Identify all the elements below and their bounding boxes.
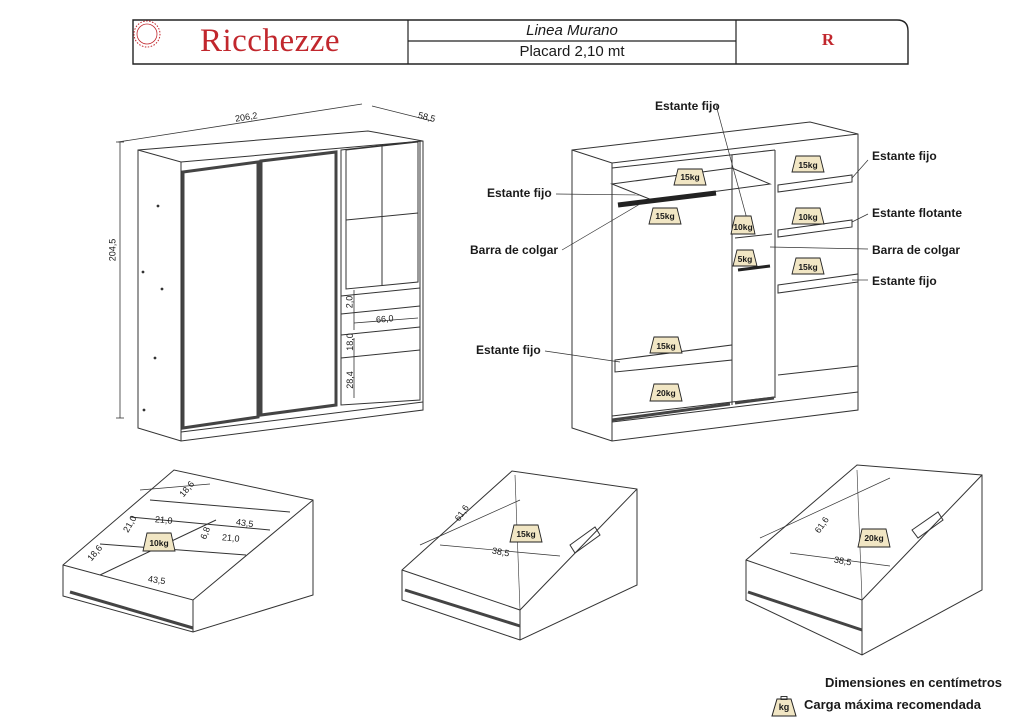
legend-units: Dimensiones en centímetros: [825, 675, 1002, 690]
label-fixed-shelf-right-low: Estante fijo: [872, 274, 937, 288]
dim-height: 204,5: [107, 238, 118, 262]
weight-icon: [771, 696, 797, 717]
title-block-frame: [132, 19, 909, 65]
drawer1-dim-6: 21,0: [221, 532, 240, 544]
dim-drawer-low: 28,4: [344, 371, 355, 389]
front-view-wardrobe: [116, 103, 433, 442]
label-hanging-bar-right: Barra de colgar: [872, 243, 961, 257]
load-right-middle: 10kg: [798, 212, 818, 222]
load-icons: [142, 155, 891, 552]
load-right-top: 15kg: [798, 160, 818, 170]
dim-drawer-mid: 18,0: [344, 333, 355, 351]
dim-drawer-gap: 2,0: [344, 295, 355, 309]
load-bottom-shelf: 15kg: [656, 341, 676, 351]
label-floating-shelf: Estante flotante: [872, 206, 963, 220]
title-block: Ricchezze Linea Murano Placard 2,10 mt R: [132, 19, 909, 65]
brand-seal-letter: R: [821, 30, 835, 49]
product-line: Linea Murano: [526, 22, 618, 39]
label-hanging-bar-left: Barra de colgar: [470, 243, 559, 257]
label-fixed-shelf-left: Estante fijo: [487, 186, 552, 200]
brand-logo: Ricchezze: [199, 23, 341, 59]
label-fixed-shelf-bottom: Estante fijo: [476, 343, 541, 357]
drawer3-load: 20kg: [864, 533, 884, 543]
label-fixed-shelf-top: Estante fijo: [655, 99, 720, 113]
load-floor: 20kg: [656, 388, 676, 398]
dim-drawer-width: 66,0: [375, 313, 394, 325]
medium-drawer: [401, 470, 638, 641]
legend-load: Carga máxima recomendada: [804, 697, 982, 712]
label-fixed-shelf-right-top: Estante fijo: [872, 149, 937, 163]
drawer2-load: 15kg: [516, 529, 536, 539]
load-right-lower: 15kg: [798, 262, 818, 272]
load-small-shelf: 10kg: [733, 222, 753, 232]
load-hanging-bar-left: 15kg: [655, 211, 675, 221]
drawer1-dim-3: 21,0: [154, 514, 173, 526]
legend-kg-text: kg: [778, 702, 790, 712]
product-model: Placard 2,10 mt: [519, 43, 625, 60]
drawer1-load: 10kg: [149, 538, 169, 548]
large-drawer: [745, 464, 983, 656]
brand-seal-icon: [133, 20, 161, 48]
load-top-shelf: 15kg: [680, 172, 700, 182]
load-small-bar: 5kg: [737, 254, 753, 264]
interior-view-wardrobe: [544, 104, 869, 442]
